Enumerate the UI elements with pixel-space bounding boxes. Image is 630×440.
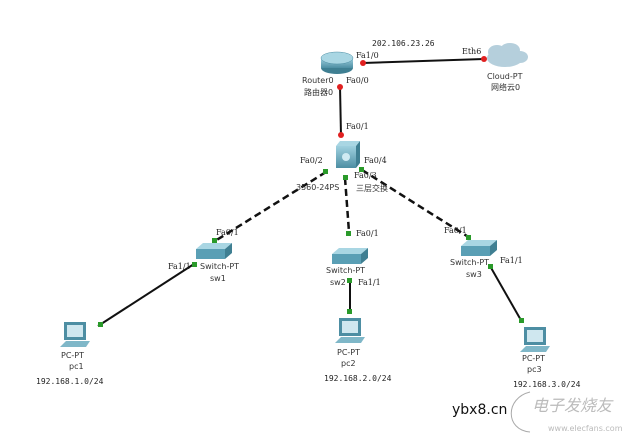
port-label: Fa0/1	[356, 229, 379, 238]
switch-sw1-icon[interactable]	[196, 243, 232, 259]
port-label: Fa0/1	[444, 226, 467, 235]
pc3-network-label: 192.168.3.0/24	[513, 380, 581, 389]
port-label: Fa1/1	[500, 256, 523, 265]
pc1-network-label: 192.168.1.0/24	[36, 377, 104, 386]
port-label: Fa0/1	[346, 122, 369, 131]
cloud-name-label: 网络云0	[491, 83, 521, 92]
link-router-cloud[interactable]	[362, 58, 485, 64]
port-label: Fa1/1	[358, 278, 381, 287]
core-type-label: 3560-24PS	[296, 183, 340, 192]
port-label: Fa0/4	[364, 156, 387, 165]
multilayer-switch-icon[interactable]	[336, 141, 360, 168]
cloud-icon[interactable]	[487, 43, 528, 67]
port-label: Eth6	[462, 47, 482, 56]
sw1-name-label: sw1	[210, 274, 226, 283]
port-label: Fa0/1	[216, 228, 239, 237]
link-sw3-pc3[interactable]	[489, 265, 523, 323]
router-icon[interactable]	[320, 51, 354, 74]
switch-sw2-icon[interactable]	[332, 248, 368, 264]
pc3-name-label: pc3	[527, 365, 542, 374]
link-sw1-pc1[interactable]	[97, 263, 195, 327]
port-label: Fa0/0	[346, 76, 369, 85]
watermark-brand: 电子发烧友	[532, 396, 613, 415]
port-label: Fa1/1	[168, 262, 191, 271]
wan-ip-label: 202.106.23.26	[372, 39, 435, 48]
router-name-label: 路由器0	[304, 88, 334, 97]
pc1-type-label: PC-PT	[61, 351, 85, 360]
pc1-name-label: pc1	[69, 362, 84, 371]
pc2-name-label: pc2	[341, 359, 356, 368]
cloud-type-label: Cloud-PT	[487, 72, 523, 81]
port-label: Fa0/2	[300, 156, 323, 165]
sw1-type-label: Switch-PT	[200, 262, 240, 271]
watermark-site: ybx8.cn	[452, 402, 508, 418]
sw3-name-label: sw3	[466, 270, 482, 279]
sw2-name-label: sw2	[330, 278, 346, 287]
port-label: Fa1/0	[356, 51, 379, 60]
link-router-core[interactable]	[339, 85, 342, 137]
pc2-icon[interactable]	[335, 318, 365, 343]
port-label: Fa0/3	[354, 171, 377, 180]
pc2-network-label: 192.168.2.0/24	[324, 374, 392, 383]
sw3-type-label: Switch-PT	[450, 258, 490, 267]
pc3-icon[interactable]	[520, 327, 550, 352]
pc1-icon[interactable]	[60, 322, 90, 347]
switch-sw3-icon[interactable]	[461, 240, 497, 256]
router-type-label: Router0	[302, 76, 334, 85]
watermark-url: www.elecfans.com	[548, 424, 623, 433]
pc2-type-label: PC-PT	[337, 348, 361, 357]
sw2-type-label: Switch-PT	[326, 266, 366, 275]
watermark-logo	[510, 391, 531, 433]
core-name-label: 三层交换	[356, 184, 388, 193]
link-status-dots	[98, 56, 524, 327]
link-core-sw2[interactable]	[343, 177, 351, 233]
pc3-type-label: PC-PT	[522, 354, 546, 363]
